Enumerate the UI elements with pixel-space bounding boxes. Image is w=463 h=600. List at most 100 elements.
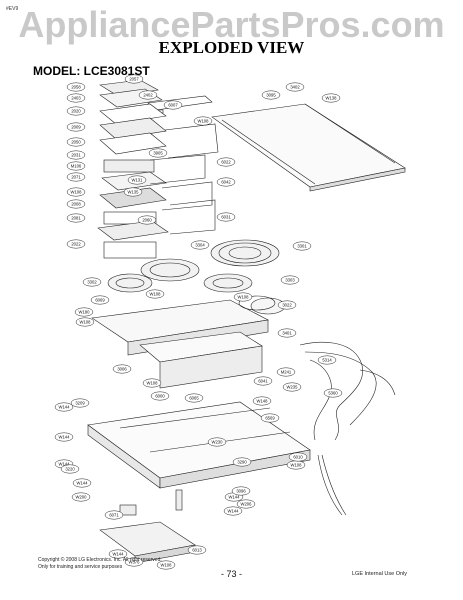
callout-19: W108 [193,116,213,126]
callout-64: W144 [108,549,128,559]
callout-label: W376 [129,560,141,565]
callout-9: M106 [66,161,86,171]
callout-label: 2020 [71,109,81,114]
callout-37: 3006 [112,364,132,374]
callout-bubble [321,93,341,103]
callout-bubble [66,187,86,197]
callout-21: 6042 [216,177,236,187]
callout-label: W148 [257,399,269,404]
callout-66: 6013 [187,545,207,555]
callout-label: 6031 [221,215,231,220]
callout-11: W131 [127,175,147,185]
callout-bubble [138,90,158,100]
callout-23: 3095 [261,90,281,100]
callout-label: W108 [147,381,159,386]
callout-67: W108 [156,560,176,570]
callout-label: 3220 [65,467,75,472]
footer-copyright-block: Copyright © 2008 LG Electronics. Inc. Al… [38,557,162,571]
callout-47: 6569 [260,413,280,423]
callout-bubble [124,557,144,567]
callout-13: W135 [123,187,143,197]
callout-6: 2050 [66,137,86,147]
callout-label: 6071 [109,513,119,518]
callout-label: 5360 [328,391,338,396]
callout-10: 2071 [66,172,86,182]
callout-bubble [285,82,305,92]
callout-bubble [112,364,132,374]
callout-bubble [236,499,256,509]
callout-label: 3006 [117,367,127,372]
callout-bubble [142,378,162,388]
callout-label: W200 [76,495,88,500]
callout-label: 3304 [195,243,205,248]
callout-label: 2402 [143,93,153,98]
callout-label: 2008 [71,202,81,207]
watermark: AppliancePartsPros.com [18,4,445,45]
callout-63: 5360 [323,388,343,398]
callout-8: 2031 [66,150,86,160]
glass-top-panel [211,103,406,192]
callout-12: W108 [66,187,86,197]
callout-bubble [190,240,210,250]
brackets [149,123,219,235]
callout-label: 6041 [258,379,268,384]
callout-label: 2050 [71,140,81,145]
callout-27: 3301 [292,241,312,251]
callout-20: 6022 [216,157,236,167]
callout-label: 2060 [142,218,152,223]
callout-41: W235 [282,382,302,392]
ring-part [238,295,276,311]
burner-tray [91,299,269,389]
callout-58: 3096 [231,486,251,496]
callout-bubble [66,150,86,160]
callout-bubble [66,213,86,223]
callout-35: W108 [75,317,95,327]
callout-label: 2058 [71,85,81,90]
callout-bubble [260,413,280,423]
callout-label: 3290 [237,460,247,465]
callout-17: 2022 [66,239,86,249]
callout-44: 6000 [150,391,170,401]
wire-harness [299,341,396,516]
callout-29: 3303 [280,275,300,285]
callout-label: W131 [132,178,144,183]
callout-bubble [276,367,296,377]
callout-label: 2081 [71,216,81,221]
callout-bubble [127,175,147,185]
callout-59: W206 [236,499,256,509]
callout-bubble [66,122,86,132]
callout-label: 6000 [155,394,165,399]
callout-bubble [184,393,204,403]
radiant-elements [107,239,286,315]
callout-label: 3401 [282,331,292,336]
callout-label: W144 [59,462,71,467]
callout-label: 3022 [282,303,292,308]
callout-bubble [187,545,207,555]
callout-label: W144 [59,435,71,440]
callout-bubble [71,492,91,502]
callout-label: 3096 [236,489,246,494]
callout-label: 2031 [71,153,81,158]
callout-label: 5314 [322,358,332,363]
callout-label: W144 [77,481,89,486]
callout-label: 6069 [95,298,105,303]
callout-bubble [137,215,157,225]
callout-label: 3209 [75,401,85,406]
callout-label: 6022 [221,160,231,165]
callout-bubble [66,82,86,92]
callout-18: 6007 [163,100,183,110]
callout-label: 3303 [285,278,295,283]
callout-label: 6569 [265,416,275,421]
callout-42: W144 [54,402,74,412]
callout-labels: 205720582402240320202009205039052031M106… [54,74,343,570]
callout-bubble [216,177,236,187]
callout-33: 3022 [277,300,297,310]
callout-bubble [156,560,176,570]
callout-bubble [66,172,86,182]
callout-bubble [163,100,183,110]
callout-bubble [66,93,86,103]
callout-label: W235 [287,385,299,390]
callout-bubble [54,402,74,412]
callout-bubble [66,239,86,249]
